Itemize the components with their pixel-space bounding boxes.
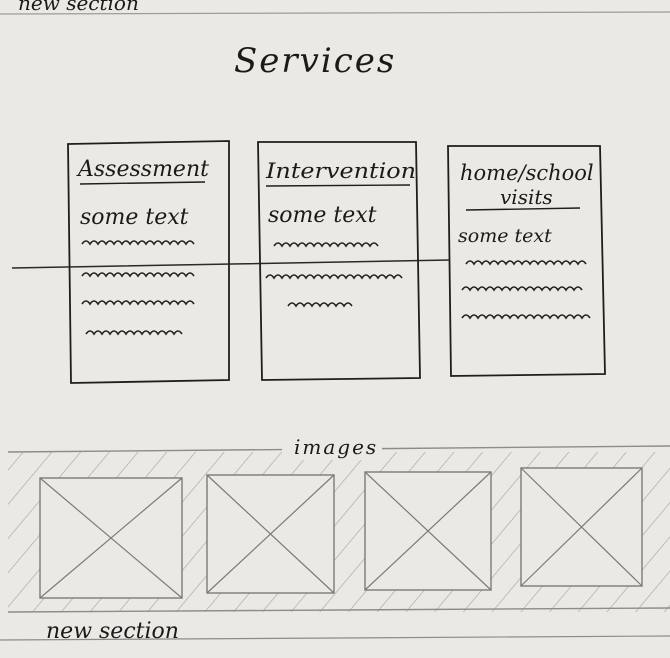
card-body-text: some text — [268, 203, 377, 228]
top-section-divider — [0, 11, 670, 15]
bottom-section-divider — [0, 635, 670, 641]
title-underline — [465, 207, 581, 211]
squiggle-line — [287, 302, 353, 308]
service-card-intervention: Intervention some text — [257, 141, 421, 381]
squiggle-line — [465, 260, 587, 266]
squiggle-line — [265, 274, 403, 280]
band-bottom-edge — [7, 607, 670, 613]
title-underline — [265, 184, 411, 187]
squiggle-line — [81, 300, 195, 306]
services-heading: Services — [234, 41, 396, 81]
card-title: Intervention — [265, 159, 416, 183]
card-frame — [447, 145, 606, 377]
squiggle-line — [81, 272, 195, 278]
card-frame — [257, 141, 421, 381]
top-section-label: new section — [18, 0, 139, 15]
images-section: images — [7, 435, 670, 613]
squiggle-line — [85, 330, 183, 336]
image-placeholder — [206, 474, 335, 594]
title-underline — [79, 181, 206, 185]
image-placeholder — [39, 477, 183, 599]
card-title-line1: home/school — [460, 161, 594, 185]
card-title: Assessment — [76, 157, 209, 182]
card-title-line2: visits — [500, 185, 553, 209]
squiggle-line — [461, 286, 583, 292]
squiggle-line — [461, 314, 591, 320]
image-placeholder — [364, 471, 492, 591]
squiggle-line — [81, 240, 195, 246]
squiggle-line — [273, 242, 379, 248]
card-frame — [67, 140, 230, 384]
guide-line — [11, 259, 451, 269]
label-backdrop — [282, 436, 382, 460]
card-body-text: some text — [458, 225, 552, 247]
images-label: images — [294, 435, 378, 459]
image-placeholder — [520, 467, 643, 587]
bottom-section-label: new section — [46, 619, 179, 644]
service-card-assessment: Assessment some text — [67, 140, 230, 384]
card-body-text: some text — [80, 205, 189, 230]
service-card-home-school-visits: home/school visits some text — [447, 145, 606, 377]
